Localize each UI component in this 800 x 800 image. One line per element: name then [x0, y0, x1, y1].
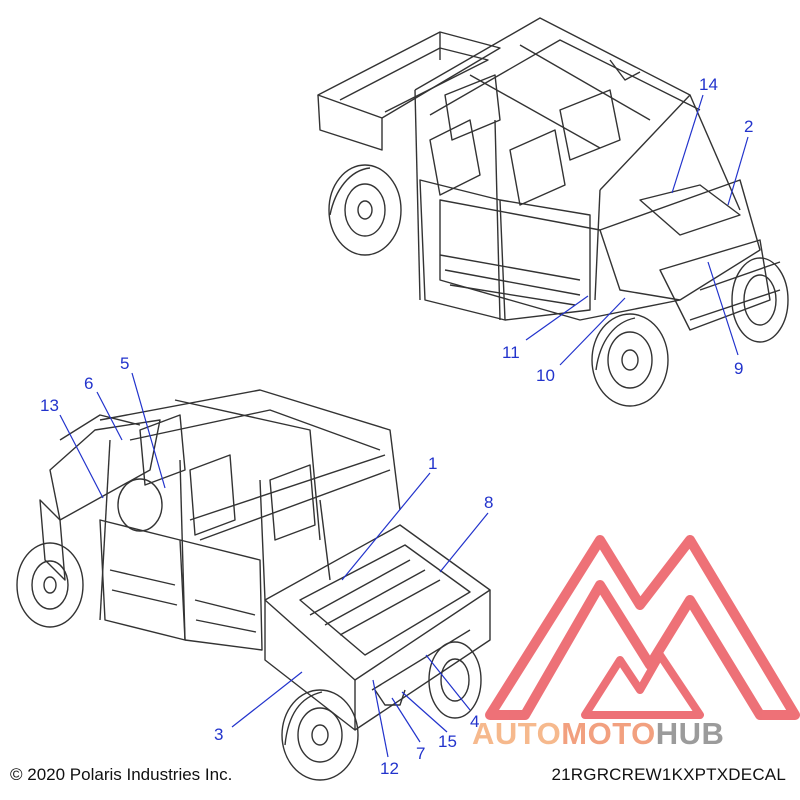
leader-9	[707, 261, 739, 356]
leader-8	[439, 512, 489, 573]
callout-10: 10	[536, 366, 555, 385]
callout-2: 2	[744, 117, 754, 136]
callout-11: 11	[502, 343, 520, 362]
callout-5: 5	[120, 354, 130, 373]
leader-3	[231, 671, 303, 728]
leader-2	[727, 136, 749, 206]
callout-7: 7	[416, 744, 426, 763]
vehicle-lower	[16, 389, 491, 781]
watermark-logo	[485, 535, 800, 720]
leader-13	[59, 414, 104, 499]
callout-3: 3	[214, 725, 224, 744]
leader-1	[341, 472, 431, 581]
leader-6	[96, 391, 123, 441]
watermark-wordmark: AUTOMOTOHUB	[472, 718, 724, 749]
callout-9: 9	[734, 359, 744, 378]
watermark-moto: MOTO	[561, 716, 656, 751]
leader-4	[425, 654, 471, 711]
callout-13: 13	[40, 396, 59, 415]
callout-12: 12	[380, 759, 399, 778]
leader-5	[131, 372, 166, 489]
watermark-hub: HUB	[655, 716, 725, 751]
callout-8: 8	[484, 493, 494, 512]
leader-14	[671, 94, 704, 194]
callout-14: 14	[699, 75, 718, 94]
leader-7	[391, 697, 421, 743]
copyright-notice: © 2020 Polaris Industries Inc.	[10, 765, 233, 784]
watermark-auto: AUTO	[472, 716, 562, 751]
callout-6: 6	[84, 374, 94, 393]
leader-lines	[59, 94, 749, 758]
leader-12	[372, 679, 389, 758]
callout-1: 1	[428, 454, 438, 473]
drawing-code: 21RGRCREW1KXPTXDECAL	[551, 765, 786, 784]
leader-15	[401, 691, 448, 733]
leader-11	[525, 295, 589, 341]
leader-10	[559, 297, 626, 366]
callout-15: 15	[438, 732, 457, 751]
callout-4: 4	[470, 712, 480, 731]
vehicle-upper	[317, 17, 789, 407]
